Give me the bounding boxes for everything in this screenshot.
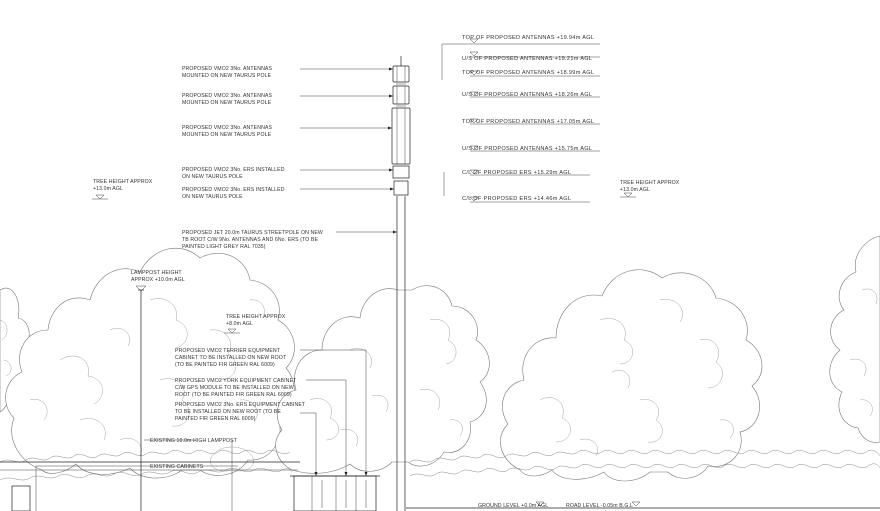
callout-antennas-2-line2: MOUNTED ON NEW TAURUS POLE <box>182 100 272 106</box>
tree-height-marker-middle <box>224 328 240 334</box>
streetpole-note-line2: TB ROOT C/W 9No. ANTENNAS AND 6No. ERS (… <box>182 237 318 243</box>
level-us-antennas-1: U/S OF PROPOSED ANTENNAS +19.21m AGL <box>462 56 592 62</box>
tree-height-right-line2: +13.0m AGL <box>620 187 650 193</box>
tree-height-marker-right <box>620 192 636 198</box>
cabinet-terrier-line2: CABINET TO BE INSTALLED ON NEW ROOT <box>175 355 287 361</box>
cabinet-york-line2: C/W GPS MODULE TO BE INSTALLED ON NEW <box>175 385 294 391</box>
level-markers <box>441 38 600 203</box>
callout-antennas-2-line1: PROPOSED VMO2 3No. ANTENNAS <box>182 93 272 99</box>
level-top-antennas-2: TOP OF PROPOSED ANTENNAS +18.99m AGL <box>462 70 594 76</box>
tree-height-marker-left <box>92 194 108 200</box>
ground-line <box>0 461 880 509</box>
callout-antennas-1-line2: MOUNTED ON NEW TAURUS POLE <box>182 73 272 79</box>
level-us-antennas-3: U/S OF PROPOSED ANTENNAS +15.75m AGL <box>462 146 592 152</box>
lamppost-height-line2: APPROX +10.0m AGL <box>131 277 185 283</box>
cabinet-ers-line3: PAINTED FIR GREEN RAL 6009) <box>175 416 256 422</box>
tree-large-left <box>5 247 295 479</box>
tree-height-right-line1: TREE HEIGHT APPROX <box>620 180 680 186</box>
road-level-label: ROAD LEVEL -0.05m B.G.L <box>566 503 633 509</box>
proposed-cabinets <box>290 475 380 511</box>
existing-cabinet <box>11 466 37 511</box>
level-cl-ers-2: C/L OF PROPOSED ERS +14.46m AGL <box>462 196 571 202</box>
existing-lamppost-label: EXISTING 10.0m HIGH LAMPPOST <box>150 438 238 444</box>
tree-height-middle-line1: TREE HEIGHT APPROX <box>226 314 286 320</box>
callout-ers-2-line1: PROPOSED VMO2 3No. ERS INSTALLED <box>182 187 285 193</box>
lamppost-height-line1: LAMPPOST HEIGHT <box>131 270 182 276</box>
tree-height-middle-line2: +8.0m AGL <box>226 321 253 327</box>
cabinet-ers-line1: PROPOSED VMO2 3No. ERS EQUIPMENT CABINET <box>175 402 306 408</box>
existing-lamppost <box>135 285 147 511</box>
tree-middle <box>275 285 490 474</box>
streetpole-note-line1: PROPOSED JET 20.0m TAURUS STREETPOLE ON … <box>182 230 323 236</box>
callout-antennas-3-line2: MOUNTED ON NEW TAURUS POLE <box>182 132 272 138</box>
tree-height-left-line1: TREE HEIGHT APPROX <box>93 179 153 185</box>
ground-level-marker <box>535 501 641 507</box>
callout-ers-2-line2: ON NEW TAURUS POLE <box>182 194 243 200</box>
callout-ers-1-line1: PROPOSED VMO2 3No. ERS INSTALLED <box>182 167 285 173</box>
level-us-antennas-2: U/S OF PROPOSED ANTENNAS +18.26m AGL <box>462 92 592 98</box>
proposed-streetpole <box>391 56 411 511</box>
cabinet-york-line1: PROPOSED VMO2 YORK EQUIPMENT CABINET <box>175 378 297 384</box>
tree-far-right <box>829 235 880 443</box>
level-cl-ers-1: C/L OF PROPOSED ERS +15.29m AGL <box>462 170 571 176</box>
young-tree <box>210 440 254 511</box>
tree-height-left-line2: +13.0m AGL <box>93 186 123 192</box>
tree-right <box>500 269 763 482</box>
cabinet-leaders <box>36 349 368 476</box>
existing-cabinets-label: EXISTING CABINETS <box>150 464 204 470</box>
hedge-foliage <box>0 449 880 481</box>
callout-ers-1-line2: ON NEW TAURUS POLE <box>182 174 243 180</box>
ground-level-label: GROUND LEVEL +0.0m AGL <box>478 503 548 509</box>
callout-antennas-3-line1: PROPOSED VMO2 3No. ANTENNAS <box>182 125 272 131</box>
level-top-antennas-3: TOP OF PROPOSED ANTENNAS +17.05m AGL <box>462 119 594 125</box>
cabinet-ers-line2: TO BE INSTALLED ON NEW ROOT (TO BE <box>175 409 281 415</box>
streetpole-note-line3: PAINTED LIGHT GREY RAL 7035) <box>182 244 266 250</box>
pole-leaders <box>300 67 397 234</box>
cabinet-york-line3: ROOT (TO BE PAINTED FIR GREEN RAL 6009) <box>175 392 292 398</box>
cabinet-terrier-line1: PROPOSED VMO2 TERRIER EQUIPMENT <box>175 348 281 354</box>
cabinet-terrier-line3: (TO BE PAINTED FIR GREEN RAL 6009) <box>175 362 275 368</box>
callout-antennas-1-line1: PROPOSED VMO2 3No. ANTENNAS <box>182 66 272 72</box>
level-top-antennas-1: TOP OF PROPOSED ANTENNAS +19.94m AGL <box>462 35 594 41</box>
